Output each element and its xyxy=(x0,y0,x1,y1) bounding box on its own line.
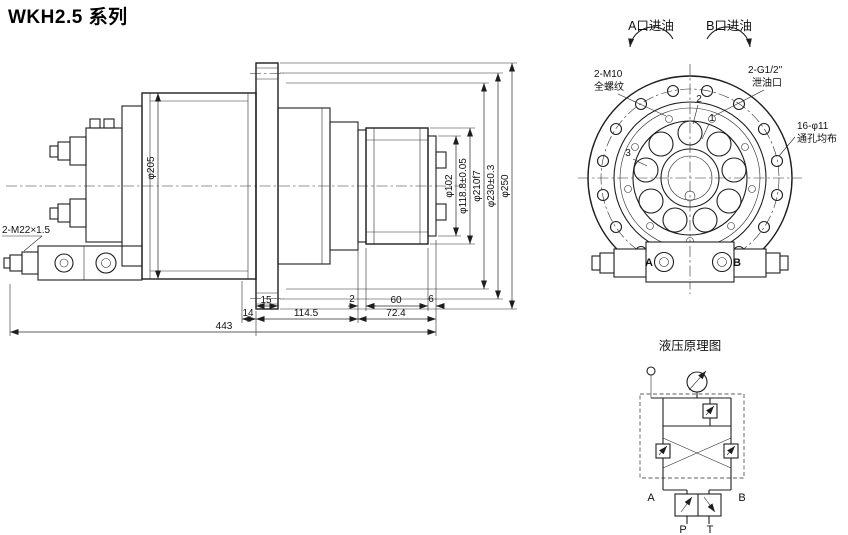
port-a-circle xyxy=(653,251,675,273)
rotation-a-label: A口进油 xyxy=(628,19,674,33)
cw-rotation-arrow-icon xyxy=(706,26,752,48)
dim-72-4: 72.4 xyxy=(386,308,406,319)
small-bolt-circles xyxy=(624,115,756,245)
output-hub xyxy=(277,107,447,265)
dim-dia-230: φ230±0.3 xyxy=(486,164,497,207)
part-2-label: 2 xyxy=(696,94,702,105)
roller-circles xyxy=(633,120,747,233)
page-title: WKH2.5 系列 xyxy=(8,7,128,28)
front-view: A B A口进油 B口进油 2-M10 全螺纹 2-G1/2" 泄油口 16-φ… xyxy=(578,19,837,294)
dim-443: 443 xyxy=(216,321,233,332)
valve-block xyxy=(49,118,123,243)
dim-dia-210: φ210f7 xyxy=(472,170,483,202)
schematic-title: 液压原理图 xyxy=(659,338,722,353)
relief-valve-symbol xyxy=(702,403,718,419)
side-view: φ205 φ102 φ118.8±0.05 φ210f7 φ230±0.3 xyxy=(2,62,517,336)
front-callouts: 2-M10 全螺纹 2-G1/2" 泄油口 16-φ11 通孔均布 2 1 3 xyxy=(594,65,837,167)
callout-holes-line2: 通孔均布 xyxy=(797,133,837,145)
port-a-label: A xyxy=(645,257,653,269)
crossover-valve-left xyxy=(655,443,671,459)
hydraulic-schematic: 液压原理图 xyxy=(639,338,746,535)
dim-60: 60 xyxy=(390,295,402,306)
vertical-dimensions: φ205 φ102 φ118.8±0.05 φ210f7 φ230±0.3 xyxy=(146,62,517,310)
dim-114-5: 114.5 xyxy=(294,308,319,319)
part-1-label: 1 xyxy=(709,113,715,124)
horizontal-dimensions: 15 2 60 6 14 114.5 72.4 443 xyxy=(9,240,445,336)
drain-port-symbol xyxy=(646,366,656,376)
port-thread-label: 2-M22×1.5 xyxy=(2,225,51,236)
dim-6: 6 xyxy=(428,294,434,305)
ab-port-manifold: A B xyxy=(591,241,789,283)
callout-g12-line2: 泄油口 xyxy=(752,76,782,89)
dim-15: 15 xyxy=(260,295,272,306)
valve-block-boundary xyxy=(639,393,745,479)
ccw-rotation-arrow-icon xyxy=(628,26,674,48)
dim-dia-250: φ250 xyxy=(500,174,511,198)
dim-dia-118: φ118.8±0.05 xyxy=(458,158,469,214)
dim-dia-205: φ205 xyxy=(146,156,157,180)
rotation-arrows: A口进油 B口进油 xyxy=(628,19,752,48)
callout-m10-line1: 2-M10 xyxy=(594,69,623,80)
port-b-circle xyxy=(711,251,733,273)
schematic-t-label: T xyxy=(707,524,714,535)
callout-holes-line1: 16-φ11 xyxy=(797,121,829,132)
crossover-valve-right xyxy=(723,443,739,459)
callout-m10-line2: 全螺纹 xyxy=(594,80,624,93)
port-b-label: B xyxy=(733,257,741,269)
dim-dia-102: φ102 xyxy=(444,174,455,198)
dim-2: 2 xyxy=(349,294,355,305)
part-3-label: 3 xyxy=(625,148,631,159)
rotation-b-label: B口进油 xyxy=(706,19,752,33)
schematic-a-label: A xyxy=(647,492,655,504)
schematic-b-label: B xyxy=(738,492,745,504)
port-manifold xyxy=(3,245,143,281)
callout-g12-line1: 2-G1/2" xyxy=(748,65,783,76)
dim-14: 14 xyxy=(242,308,254,319)
schematic-p-label: P xyxy=(679,524,686,535)
port-thread-callout: 2-M22×1.5 xyxy=(2,225,51,252)
